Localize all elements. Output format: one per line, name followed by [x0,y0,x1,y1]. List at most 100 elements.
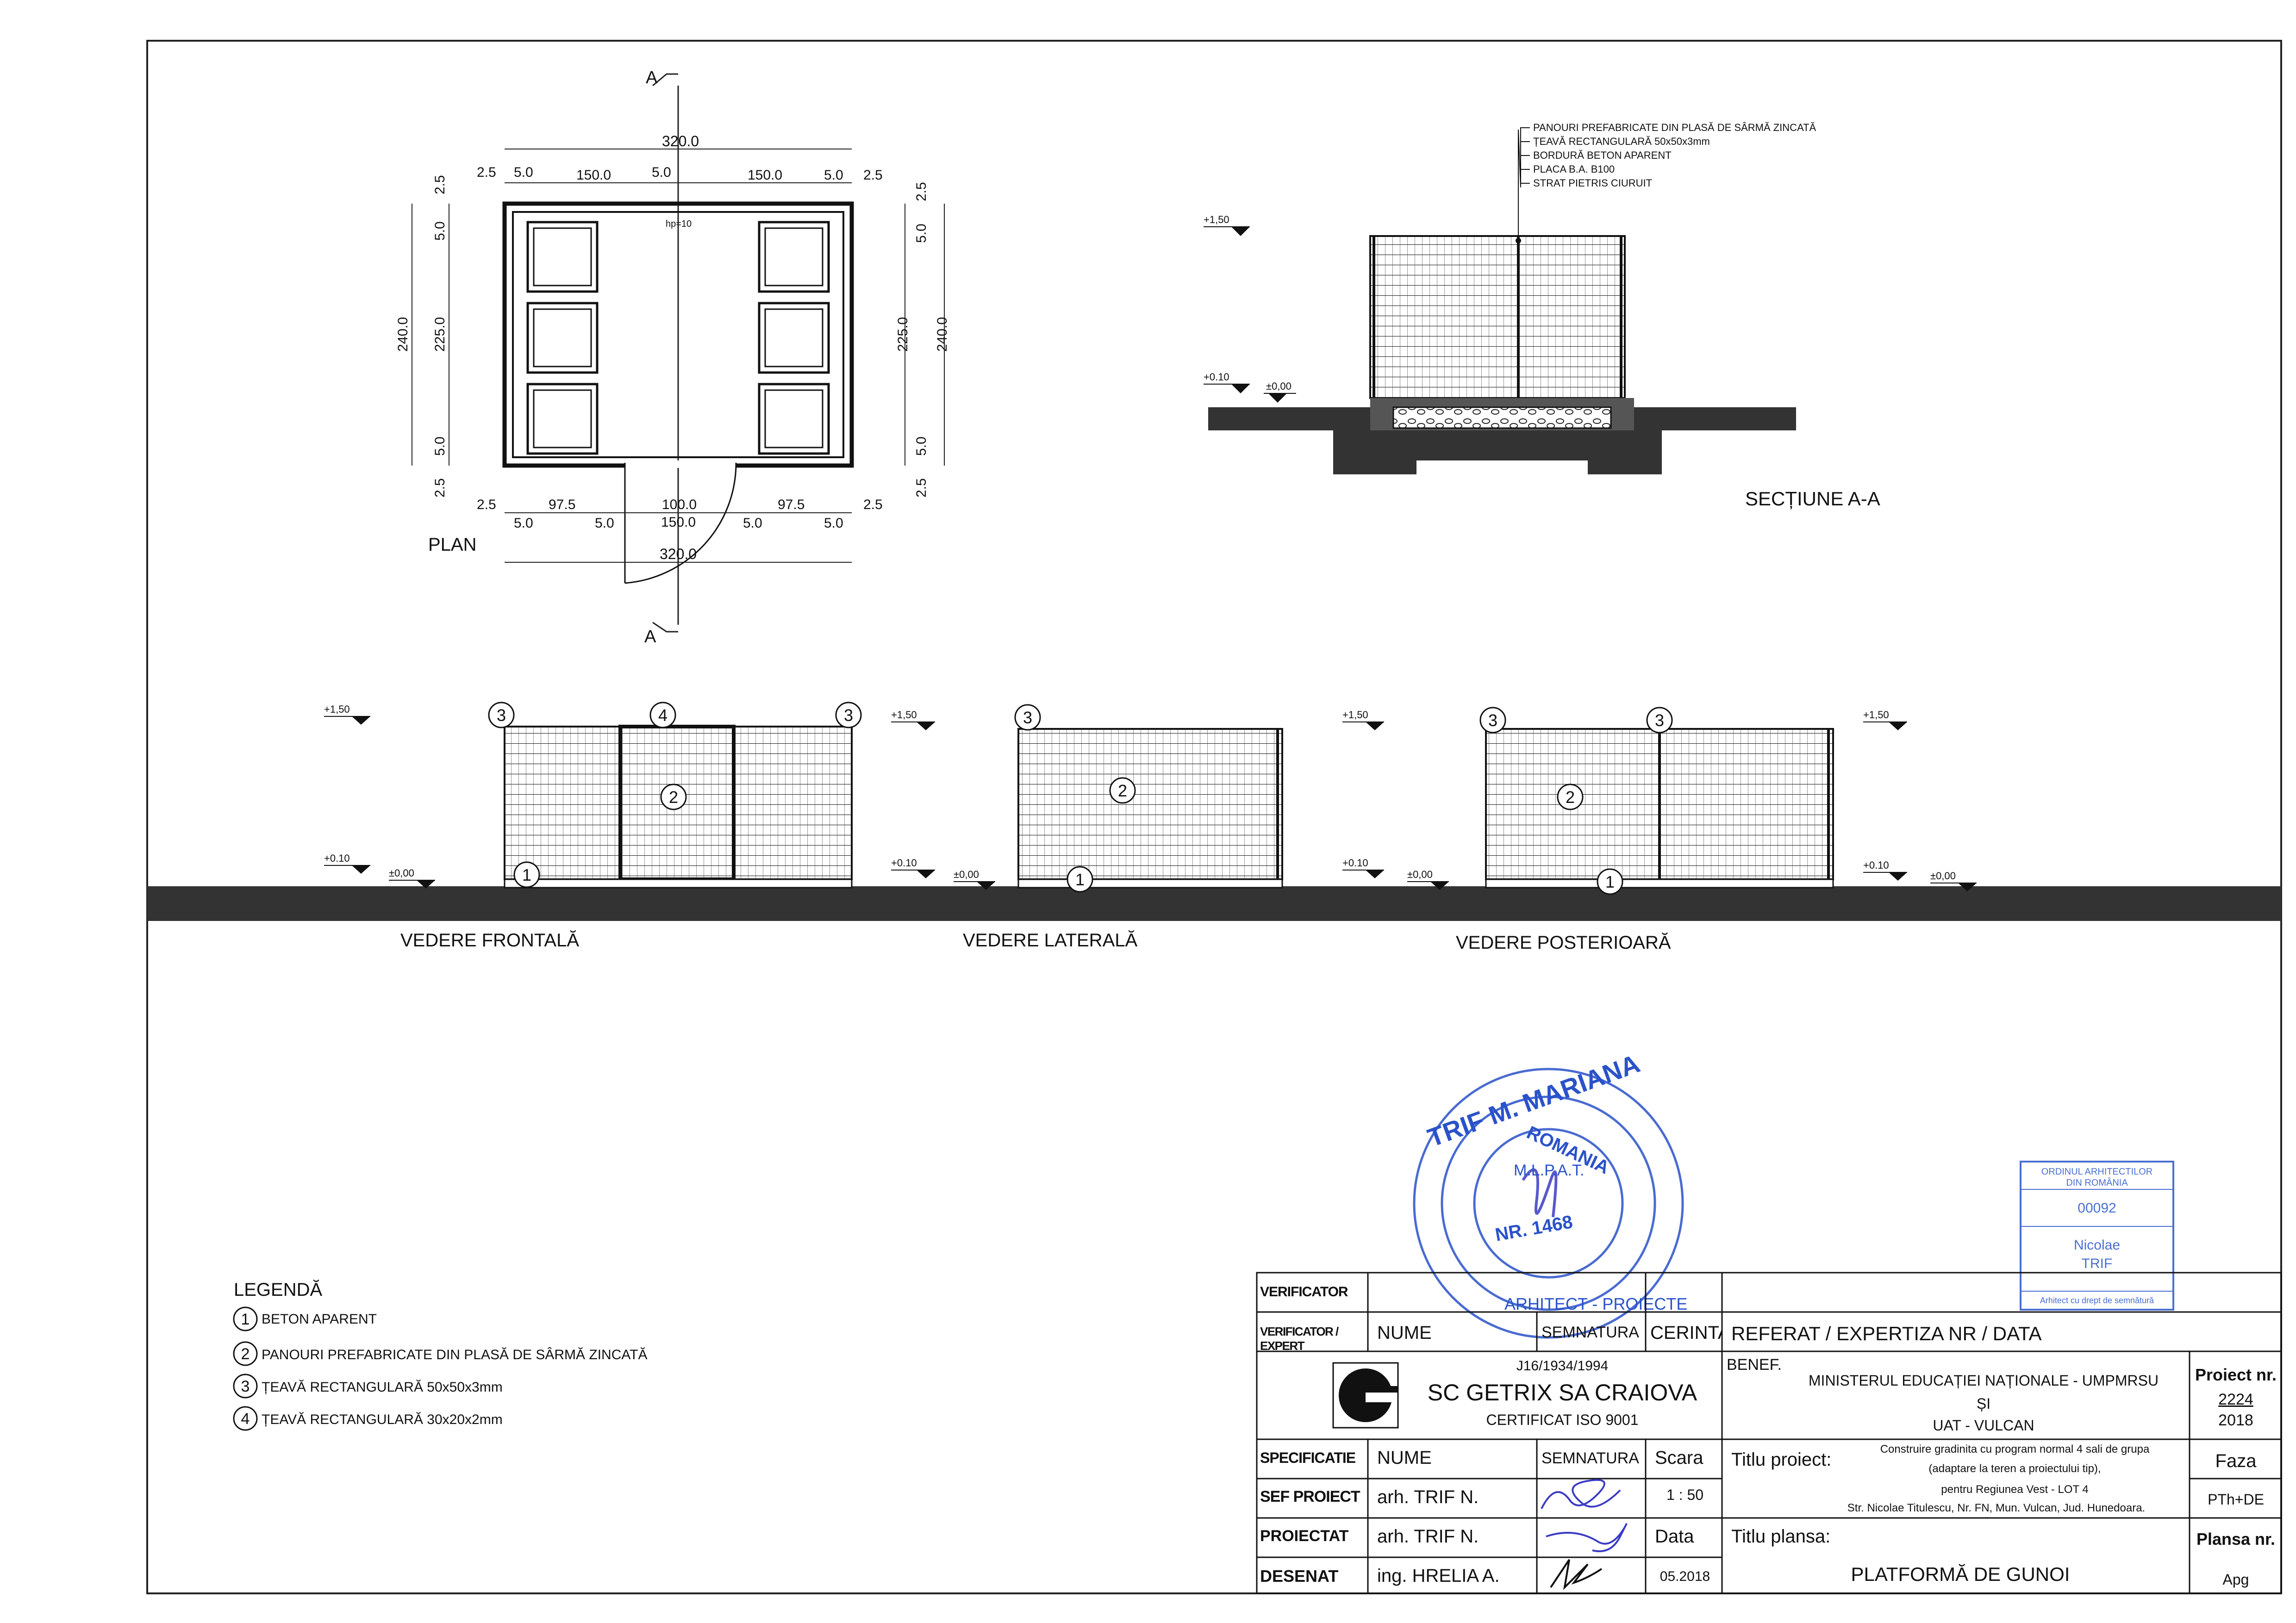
tb-benef-line3: UAT - VULCAN [1933,1417,2034,1434]
rear-marker-3b: 3 [1655,711,1664,730]
dim-bottom-b-2: 5.0 [595,516,614,531]
section-layer-3: BORDURĂ BETON APARENT [1533,149,1672,161]
sheet-border [146,40,2282,1594]
front-level-plinth: +0.10 [324,852,350,864]
tb-nume: NUME [1377,1323,1432,1343]
tb-desenat-name: ing. HRELIA A. [1377,1566,1500,1586]
oar-name1: Nicolae [2074,1237,2120,1253]
stamp-round-bottom: ARHITECT - PROIECTE [1504,1294,1687,1313]
oar-name2: TRIF [2082,1256,2113,1271]
right-level-top: +1,50 [1863,709,1889,721]
legend-text-2: PANOURI PREFABRICATE DIN PLASĂ DE SÂRMĂ … [262,1347,647,1362]
lateral-level-plinth: +0.10 [891,857,917,869]
oar-line2: DIN ROMÂNIA [2066,1177,2128,1188]
view-label-rear: VEDERE POSTERIOARĂ [1456,932,1671,953]
tb-faza-label: Faza [2215,1451,2257,1471]
rear-marker-1: 1 [1605,872,1615,891]
tb-scara: 1 : 50 [1666,1486,1704,1503]
tb-plansa-nr-label: Plansa nr. [2196,1530,2276,1548]
tb-verificator-expert: VERIFICATOR / EXPERT [1260,1325,1339,1353]
rear-level-top: +1,50 [1342,709,1368,721]
dim-bottom-b-3: 150.0 [661,515,696,530]
dim-bottom-a-5: 2.5 [863,497,883,512]
dim-bottom-b-1: 5.0 [514,516,533,531]
section-label: SECȚIUNE A-A [1745,488,1880,510]
dim-right-6: 2.5 [914,478,929,497]
dim-right-3: 225.0 [895,317,911,352]
elevations: +1,50 +0.10 ±0,00 +1,50 +0.10 ±0,00 +1,5… [147,702,2281,953]
dim-right-2: 5.0 [914,224,929,243]
tb-proiect-nr: 2224 [2218,1391,2253,1408]
front-level-ground: ±0,00 [389,867,414,879]
dim-top-6: 5.0 [824,168,843,183]
section-layer-2: ȚEAVĂ RECTANGULARĂ 50x50x3mm [1533,136,1710,147]
legend-text-4: ȚEAVĂ RECTANGULARĂ 30x20x2mm [262,1412,503,1427]
oar-footer: Arhitect cu drept de semnătură [2040,1296,2154,1305]
round-stamp [1413,1068,1684,1339]
dim-top-2: 5.0 [514,165,533,180]
tb-proiectat-name: arh. TRIF N. [1377,1526,1479,1547]
dim-bottom-b-4: 5.0 [743,516,762,531]
tb-specificatie: SPECIFICATIE [1260,1449,1356,1466]
oar-stamp: ORDINUL ARHITECTILOR DIN ROMÂNIA 00092 N… [2020,1161,2174,1311]
dim-top-1: 2.5 [477,165,496,180]
lateral-level-top: +1,50 [891,709,917,721]
tb-titlu-line1: Construire gradinita cu program normal 4… [1880,1443,2150,1455]
dim-bottom-b-5: 5.0 [824,516,843,531]
plan-label: PLAN [428,535,477,555]
tb-benef-line1: MINISTERUL EDUCAȚIEI NAȚIONALE - UMPMRSU [1808,1372,2159,1389]
oar-line1: ORDINUL ARHITECTILOR [2041,1167,2152,1177]
tb-nume2: NUME [1377,1448,1432,1468]
stamp-round-nr: NR. 1468 [1494,1212,1574,1245]
section-view: +1,50 +0.10 ±0,00 PANOURI PREFABRICATE D… [1204,122,1880,510]
signature-desenat [1550,1559,1603,1590]
tb-cerinta: CERINTA [1650,1323,1722,1343]
tb-titlu-plansa-label: Titlu plansa: [1731,1526,1831,1547]
tb-company-name: SC GETRIX SA CRAIOVA [1427,1380,1697,1405]
section-marker-bottom: A [644,627,656,647]
lateral-marker-3: 3 [1023,708,1032,727]
tb-sef-proiect: SEF PROIECT [1260,1488,1360,1505]
tb-sef-name: arh. TRIF N. [1377,1487,1479,1507]
legend-num-2: 2 [241,1345,250,1363]
tb-proiect-nr-label: Proiect nr. [2195,1365,2277,1384]
legend-num-3: 3 [241,1378,250,1395]
dim-right-5: 5.0 [914,436,929,456]
section-level-top: +1,50 [1204,214,1229,225]
dim-left-3: 240.0 [395,317,411,352]
tb-proiectat: PROIECTAT [1260,1527,1349,1545]
title-block-grid [1256,1272,2282,1594]
rear-marker-2: 2 [1566,788,1575,807]
front-marker-2: 2 [669,788,678,807]
signature-proiectat [1546,1523,1628,1552]
dim-top-3: 150.0 [576,168,611,183]
stamp-round-mlpat: M.L.P.A.T. [1514,1162,1584,1179]
dim-right-1: 2.5 [914,182,929,201]
section-level-plinth: +0.10 [1204,371,1229,383]
right-level-plinth: +0.10 [1863,859,1889,871]
dim-bottom-a-3: 100.0 [662,497,697,512]
legend-text-3: ȚEAVĂ RECTANGULARĂ 50x50x3mm [262,1380,503,1395]
dim-top-7: 2.5 [863,168,883,183]
rear-marker-3a: 3 [1488,711,1497,730]
legend-title: LEGENDĂ [234,1279,322,1300]
dim-left-4: 225.0 [432,317,448,352]
tb-desenat: DESENAT [1260,1567,1339,1586]
front-marker-4: 4 [658,706,668,725]
right-level-ground: ±0,00 [1930,870,1956,882]
dim-right-4: 240.0 [935,317,950,352]
dim-top-5: 150.0 [748,168,782,183]
tb-faza: PTh+DE [2208,1491,2264,1508]
tb-benef-label: BENEF.: [1727,1356,1782,1374]
rear-level-ground: ±0,00 [1407,869,1433,880]
tb-company-cert: CERTIFICAT ISO 9001 [1486,1412,1639,1428]
tb-data-label: Data [1655,1526,1694,1547]
section-layer-1: PANOURI PREFABRICATE DIN PLASĂ DE SÂRMĂ … [1533,122,1816,133]
front-level-top: +1,50 [324,703,350,715]
dim-left-2: 5.0 [432,221,448,241]
front-marker-1: 1 [522,865,531,884]
legend-text-1: BETON APARENT [262,1312,377,1327]
plan-overall-bottom: 320.0 [660,546,697,562]
tb-scara-label: Scara [1655,1448,1703,1468]
